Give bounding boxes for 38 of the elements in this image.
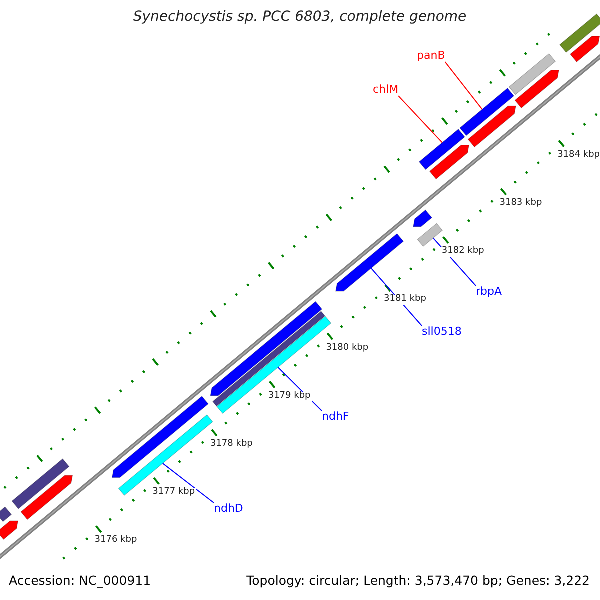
gene-block (413, 210, 432, 228)
gene-block (12, 458, 70, 510)
gene-block (560, 14, 600, 54)
gene-block (417, 223, 444, 247)
gene-block (460, 88, 515, 136)
title: Synechocystis sp. PCC 6803, complete genome (132, 10, 468, 26)
scale-label: 3179 kbp (267, 392, 312, 402)
accession-text: Accession: NC_000911 (9, 574, 152, 588)
gene-block (514, 70, 560, 109)
gene-block (112, 396, 209, 478)
scale-label: 3178 kbp (209, 440, 254, 450)
gene-label: sll0518 (422, 326, 462, 338)
gene-label: rbpA (476, 286, 502, 298)
gene-label: panB (417, 50, 446, 62)
leader-line (398, 96, 443, 144)
gene-label: chlM (373, 84, 399, 96)
gene-block (418, 128, 466, 170)
scale-label: 3183 kbp (498, 198, 544, 209)
leader-line (162, 463, 214, 504)
gene-block (336, 233, 404, 292)
scale-label: 3184 kbp (556, 150, 600, 161)
scale-label: 3181 kbp (383, 295, 428, 306)
scale-label: 3176 kbp (94, 536, 138, 546)
gene-block (212, 311, 326, 407)
gene-label: ndhF (322, 411, 350, 424)
gene-block (468, 106, 516, 148)
gene-block (0, 520, 19, 540)
genome-stats-text: Topology: circular; Length: 3,573,470 bp; Genes: 3,222 (246, 574, 590, 588)
scale-label: 3177 kbp (152, 488, 196, 498)
gene-block (0, 506, 12, 522)
gene-block (20, 475, 74, 520)
scale-label: 3182 kbp (440, 247, 486, 258)
gene-label: ndhD (214, 503, 244, 516)
gene-block (508, 53, 556, 96)
gene-block (429, 144, 470, 180)
gene-block (570, 36, 600, 62)
scale-label: 3180 kbp (325, 344, 370, 354)
leader-line (444, 62, 483, 110)
